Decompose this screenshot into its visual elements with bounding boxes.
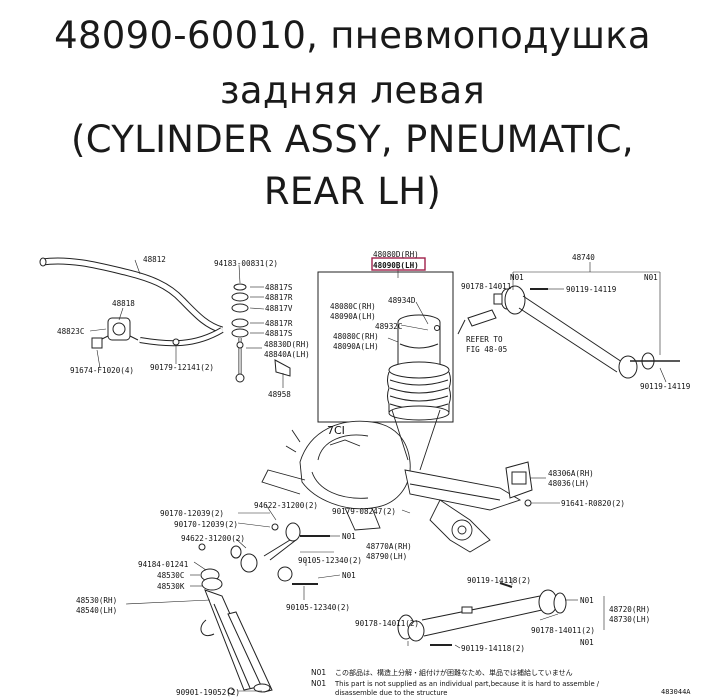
label-N01-f: N01 <box>580 638 594 647</box>
bracket-refer <box>467 309 497 327</box>
footnote-en-1: This part is not supplied as an individu… <box>334 680 600 688</box>
highlight-box-48090B <box>371 257 426 271</box>
label-94184: 94184-01241 <box>138 560 189 569</box>
label-48720: 48720(RH) <box>609 605 650 614</box>
label-48530C: 48530C <box>157 571 184 580</box>
lateral-control-rod <box>198 522 330 585</box>
label-48934D: 48934D <box>388 296 416 305</box>
label-48817S-2: 48817S <box>265 329 293 338</box>
leader-lines <box>89 259 667 692</box>
air-spring <box>387 314 451 421</box>
label-48530K: 48530K <box>157 582 185 591</box>
page-title-line-2: задняя левая <box>219 69 486 112</box>
label-91641: 91641-R0820(2) <box>561 499 625 508</box>
label-48840A: 48840A(LH) <box>264 350 310 359</box>
label-90105-b: 90105-12340(2) <box>286 603 350 612</box>
stabilizer-bushing <box>91 317 139 349</box>
label-90170-a: 90170-12039(2) <box>160 509 224 518</box>
air-spring-group-box <box>317 271 454 423</box>
label-48090B: 48090B(LH) <box>373 261 419 270</box>
label-48817R: 48817R <box>265 293 293 302</box>
label-48817S: 48817S <box>265 283 293 292</box>
label-48770A: 48770A(RH) <box>366 542 412 551</box>
shock-absorber <box>200 568 273 695</box>
casting-mark: 7CI <box>327 424 345 437</box>
label-48818: 48818 <box>112 299 135 308</box>
label-48823C: 48823C <box>57 327 84 336</box>
label-diagram-code: 483044A <box>661 688 691 696</box>
label-90179-08247: 90179-08247(2) <box>332 507 396 516</box>
page-title-line-4: REAR LH) <box>263 170 442 213</box>
bump-stop-bracket <box>505 461 533 507</box>
label-90178-c: 90178-14011(2) <box>355 619 419 628</box>
label-90179-12141: 90179-12141(2) <box>150 363 214 372</box>
label-48540: 48540(LH) <box>76 606 117 615</box>
label-N01-c: N01 <box>342 532 356 541</box>
label-90119-14118-b: 90119-14118(2) <box>461 644 525 653</box>
label-91674: 91674-F1020(4) <box>70 366 134 375</box>
label-N01-e: N01 <box>580 596 594 605</box>
page-title-line-1: 48090-60010, пневмоподушка <box>54 14 651 57</box>
label-90178-b: 90178-14011(2) <box>531 626 595 635</box>
footnote-jp: この部品は、構造上分解・組付けが困難なため、単品では補給していません <box>335 668 573 677</box>
label-fig: FIG 48-05 <box>466 345 507 354</box>
page-title-line-3: (CYLINDER ASSY, PNEUMATIC, <box>71 118 634 161</box>
upper-control-arm <box>493 285 680 379</box>
label-94622-a: 94622-31200(2) <box>254 501 318 510</box>
label-94622-b: 94622-31200(2) <box>181 534 245 543</box>
label-48306A: 48306A(RH) <box>548 469 594 478</box>
label-48812: 48812 <box>143 255 166 264</box>
label-90901: 90901-19052(2) <box>176 688 240 697</box>
label-90170-b: 90170-12039(2) <box>174 520 238 529</box>
label-48080C-a: 48080C(RH) <box>330 302 376 311</box>
axle-housing <box>261 409 522 553</box>
label-90119-14119-b: 90119-14119 <box>640 382 691 391</box>
label-48080D: 48080D(RH) <box>373 250 419 259</box>
label-48730: 48730(LH) <box>609 615 650 624</box>
label-48790: 48790(LH) <box>366 552 407 561</box>
label-90105-a: 90105-12340(2) <box>298 556 362 565</box>
label-48817V: 48817V <box>265 304 293 313</box>
label-48090A-a: 48090A(LH) <box>330 312 376 321</box>
label-48932C: 48932C <box>375 322 402 331</box>
label-refer-to: REFER TO <box>466 335 503 344</box>
lower-control-arm <box>397 582 567 646</box>
stabilizer-bar <box>39 257 224 347</box>
footnote-en-2: disassemble due to the structure <box>335 689 447 697</box>
label-48958: 48958 <box>268 390 291 399</box>
label-48530: 48530(RH) <box>76 596 117 605</box>
label-48830D: 48830D(RH) <box>264 340 310 349</box>
label-90178-14011: 90178-14011 <box>461 282 512 291</box>
label-N01-a: N01 <box>510 273 524 282</box>
label-48036: 48036(LH) <box>548 479 589 488</box>
label-48090A-b: 48090A(LH) <box>333 342 379 351</box>
label-N01-d: N01 <box>342 571 356 580</box>
label-N01-b: N01 <box>644 273 658 282</box>
label-94183: 94183-00831(2) <box>214 259 278 268</box>
bracket-48958 <box>274 359 291 377</box>
label-90119-14119-a: 90119-14119 <box>566 285 617 294</box>
label-48740: 48740 <box>572 253 595 262</box>
label-48080C-b: 48080C(RH) <box>333 332 379 341</box>
link-bushing-stack <box>231 283 249 383</box>
label-48817R-2: 48817R <box>265 319 293 328</box>
footnote-code-2: N01 <box>311 679 326 688</box>
footnote-code-1: N01 <box>311 668 326 677</box>
label-90119-14118-a: 90119-14118(2) <box>467 576 531 585</box>
